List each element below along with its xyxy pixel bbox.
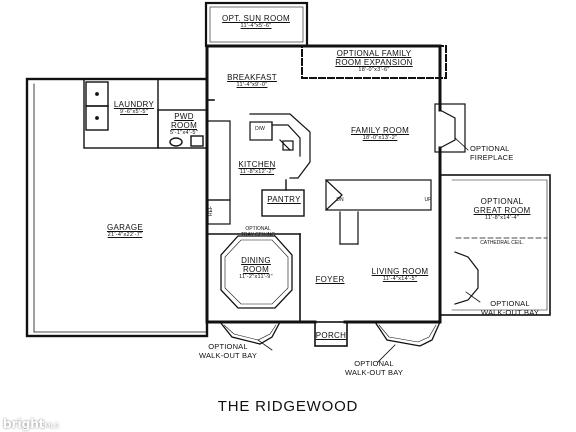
fireplace-option-label: OPTIONAL FIREPLACE [470, 144, 514, 162]
stairs-down-tag: DN [336, 197, 344, 203]
pantry-walls [261, 179, 305, 217]
tray-ceiling-note: OPTIONAL TRAY CEILING [240, 226, 276, 238]
porch-walls [314, 321, 348, 347]
dishwasher-tag: D/W [255, 126, 265, 132]
powder-room-walls [157, 109, 208, 149]
plan-title: THE RIDGEWOOD [217, 398, 359, 415]
watermark-logo: brightMLS [3, 417, 59, 431]
walkout-right-label: OPTIONAL WALK-OUT BAY [480, 299, 540, 317]
walkout-left-label: OPTIONAL WALK-OUT BAY [198, 342, 258, 360]
interior-walls [206, 99, 301, 323]
leader-lines [257, 137, 481, 363]
foyer-label: FOYER [315, 275, 345, 284]
kitchen-counters [207, 113, 311, 225]
stairs-up-tag: UP [424, 197, 432, 203]
staircase [325, 179, 432, 245]
walkout-bay-bottom [374, 321, 441, 347]
refrigerator-tag: REF [208, 206, 214, 216]
powder-room-label: PWD ROOM 5'-1"x4'-5" [170, 112, 198, 136]
great-room-walls [439, 174, 551, 316]
dining-room-label: DINING ROOM 11'-2"x11'-9" [239, 256, 273, 280]
cathedral-ceiling-note: CATHEDRAL CEIL. [480, 240, 524, 246]
dining-tray-ceiling [220, 235, 293, 309]
walkout-bay-left [219, 321, 281, 345]
family-expansion-label: OPTIONAL FAMILY ROOM EXPANSION 18'-0"x3'… [335, 49, 413, 73]
fireplace-bump [434, 103, 466, 153]
laundry-walls [83, 78, 159, 149]
porch-label: PORCH [315, 331, 347, 340]
pantry-label: PANTRY [267, 195, 301, 204]
walkout-bottom-label: OPTIONAL WALK-OUT BAY [344, 359, 404, 377]
great-room-label: OPTIONAL GREAT ROOM 11'-8"x14'-4" [473, 197, 531, 221]
